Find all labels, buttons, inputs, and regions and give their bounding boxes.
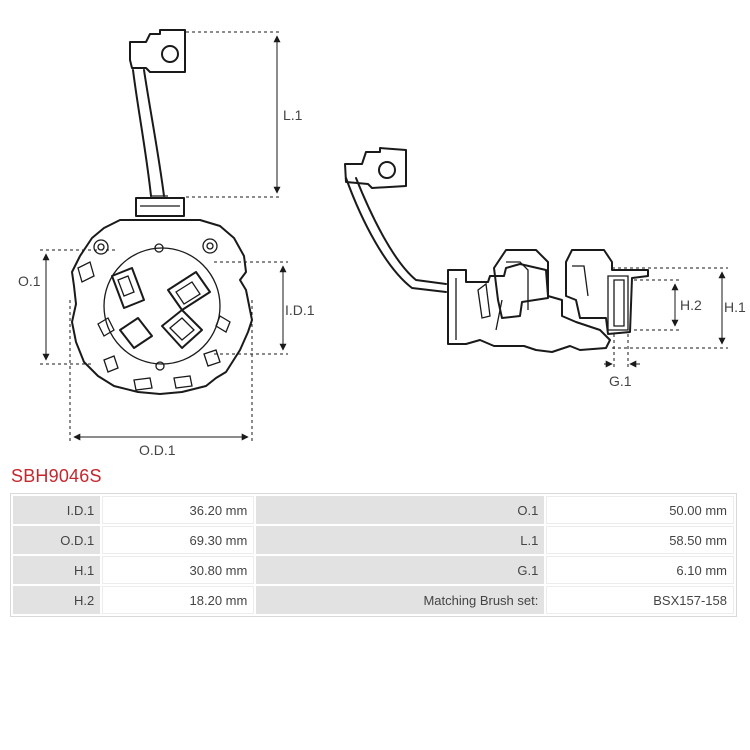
spec-label: H.1 bbox=[13, 556, 101, 584]
dim-label-o1: O.1 bbox=[18, 273, 41, 289]
spec-label: Matching Brush set: bbox=[256, 586, 545, 614]
side-view-brush-holder bbox=[344, 147, 649, 353]
front-view-brush-holder bbox=[71, 29, 253, 395]
spec-value: 58.50 mm bbox=[546, 526, 734, 554]
table-row: H.1 30.80 mm G.1 6.10 mm bbox=[13, 556, 734, 584]
spec-value: 36.20 mm bbox=[102, 496, 255, 524]
spec-value: 50.00 mm bbox=[546, 496, 734, 524]
dimensions bbox=[40, 31, 728, 442]
spec-value: 30.80 mm bbox=[102, 556, 255, 584]
spec-table: I.D.1 36.20 mm O.1 50.00 mm O.D.1 69.30 … bbox=[10, 493, 737, 617]
spec-label: G.1 bbox=[256, 556, 545, 584]
part-number: SBH9046S bbox=[11, 466, 102, 486]
dim-label-l1: L.1 bbox=[283, 107, 303, 123]
dim-label-g1: G.1 bbox=[609, 373, 632, 389]
table-row: I.D.1 36.20 mm O.1 50.00 mm bbox=[13, 496, 734, 524]
dim-label-id1: I.D.1 bbox=[285, 302, 315, 318]
dim-label-h1: H.1 bbox=[724, 299, 746, 315]
spec-label: H.2 bbox=[13, 586, 101, 614]
spec-value: 69.30 mm bbox=[102, 526, 255, 554]
dim-label-h2: H.2 bbox=[680, 297, 702, 313]
spec-value: 6.10 mm bbox=[546, 556, 734, 584]
spec-label: L.1 bbox=[256, 526, 545, 554]
dim-label-od1: O.D.1 bbox=[139, 442, 176, 458]
spec-value: 18.20 mm bbox=[102, 586, 255, 614]
spec-value: BSX157-158 bbox=[546, 586, 734, 614]
spec-label: O.1 bbox=[256, 496, 545, 524]
spec-label: O.D.1 bbox=[13, 526, 101, 554]
technical-drawing: L.1 O.1 I.D.1 O.D.1 H.1 H.2 G.1 bbox=[18, 29, 746, 458]
table-row: H.2 18.20 mm Matching Brush set: BSX157-… bbox=[13, 586, 734, 614]
table-row: O.D.1 69.30 mm L.1 58.50 mm bbox=[13, 526, 734, 554]
spec-label: I.D.1 bbox=[13, 496, 101, 524]
